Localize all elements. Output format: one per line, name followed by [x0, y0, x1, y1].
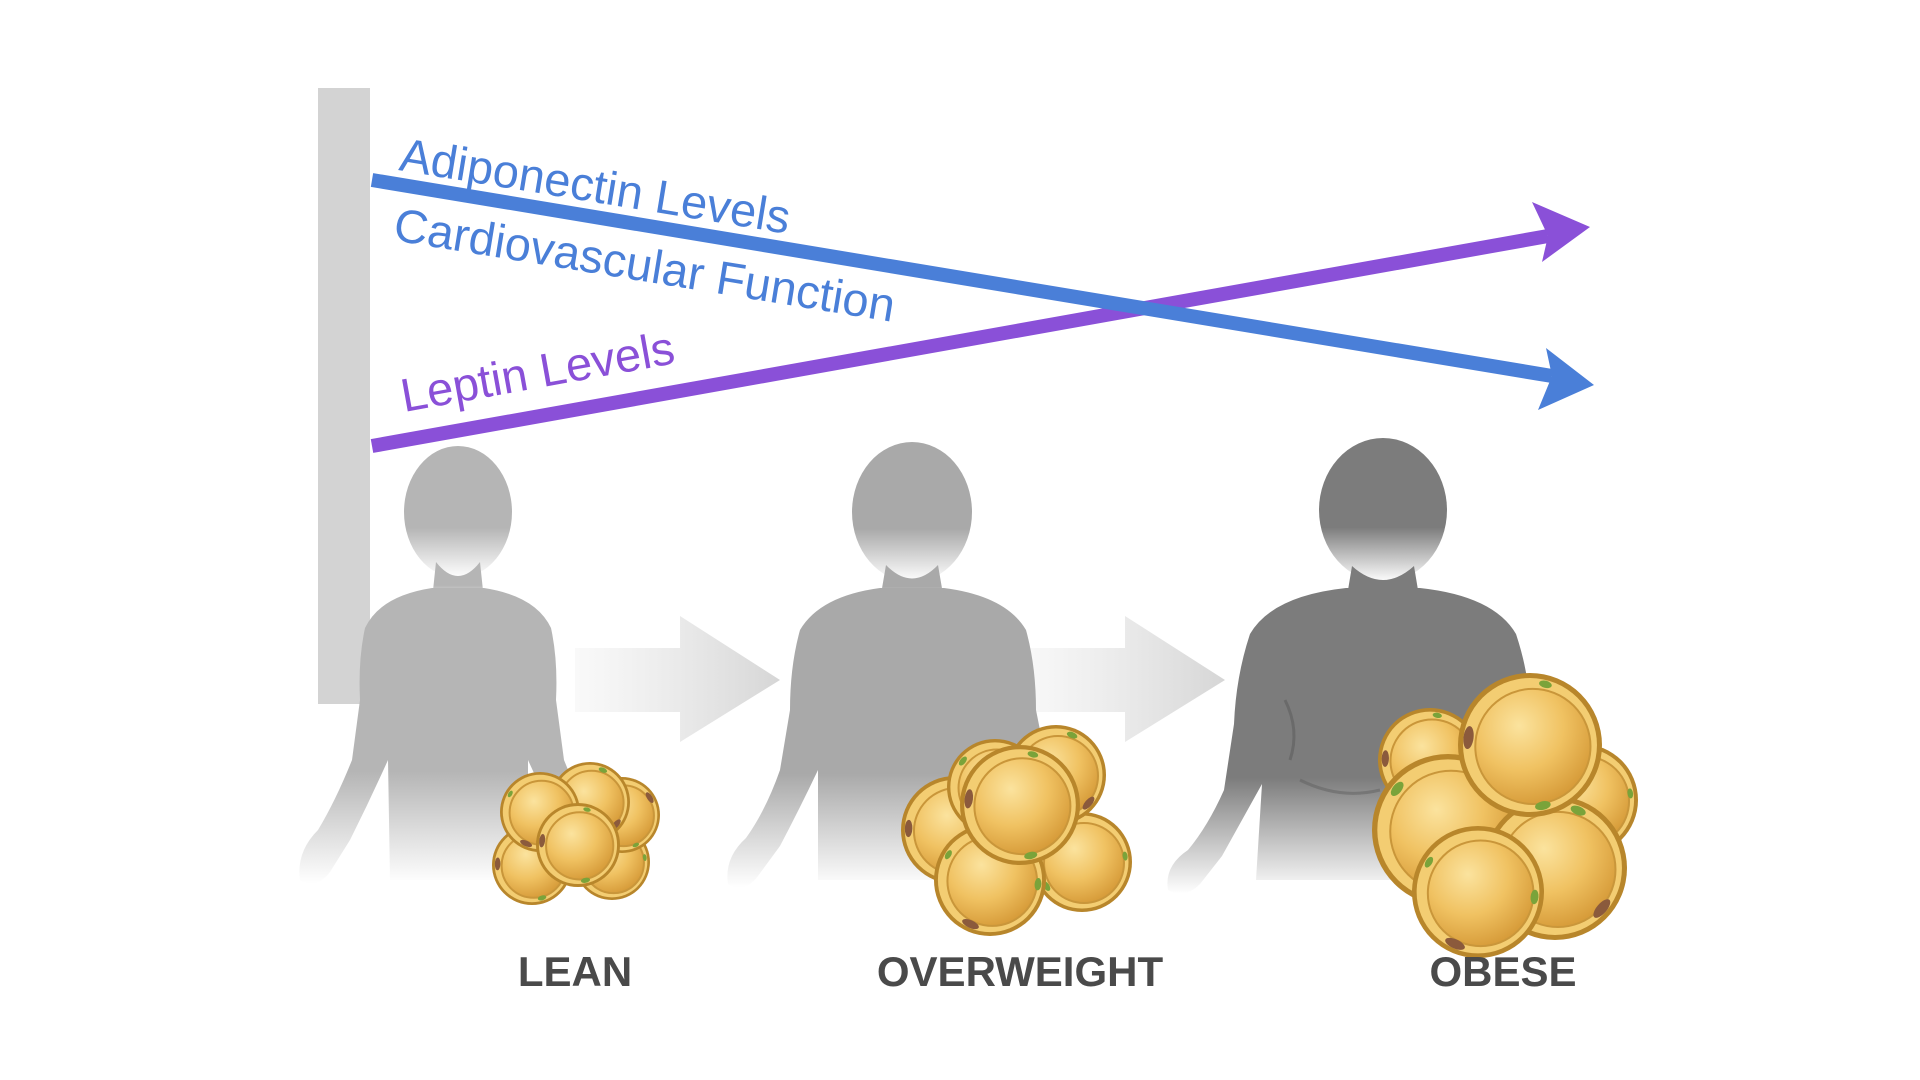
vertical-axis-bar [318, 88, 370, 704]
obese-fat-cell-cluster [1372, 673, 1638, 958]
lean-figure [299, 446, 617, 884]
stage-label-obese: OBESE [1429, 948, 1576, 995]
fat-cell [1458, 673, 1602, 817]
fat-cell [960, 745, 1080, 865]
leptin-trend-arrow [370, 202, 1590, 453]
lean-fat-cell-cluster [492, 762, 660, 905]
fat-cell [536, 803, 620, 887]
leptin-levels-label: Leptin Levels [396, 321, 678, 422]
adiponectin-trend-arrow [370, 173, 1594, 410]
overweight-fat-cell-cluster [901, 725, 1132, 936]
stage-label-lean: LEAN [518, 948, 632, 995]
stage-label-overweight: OVERWEIGHT [877, 948, 1164, 995]
progression-arrow-overweight-to-obese [1020, 616, 1225, 742]
progression-arrow-lean-to-overweight [575, 616, 780, 742]
fat-cell [1412, 826, 1544, 958]
